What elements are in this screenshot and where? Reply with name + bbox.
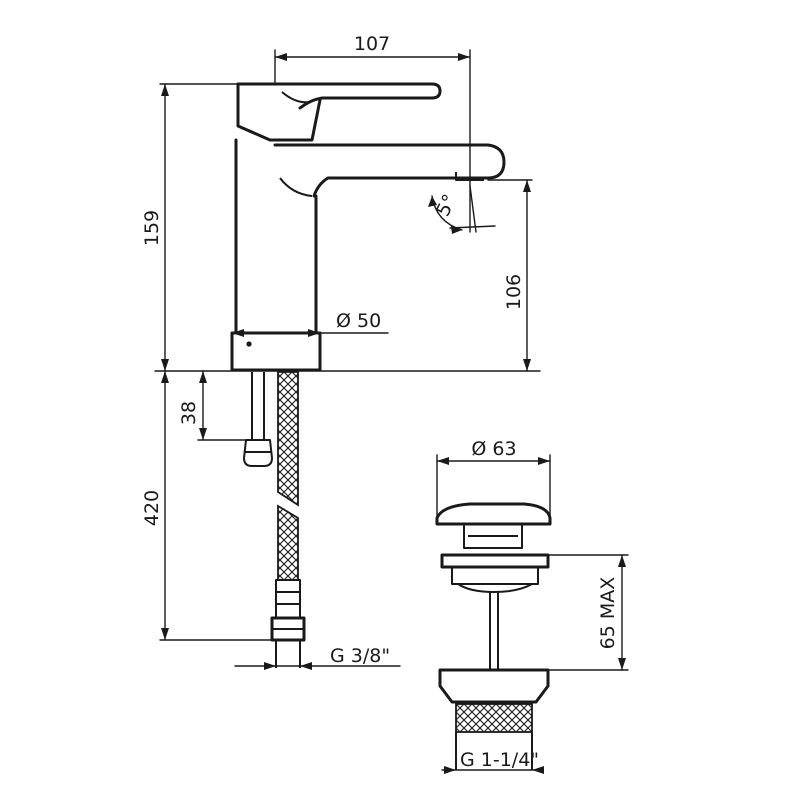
- shank-nut: [243, 439, 273, 467]
- handle-lever: [236, 82, 442, 110]
- faucet-body: [234, 138, 318, 335]
- waste-drawing: [435, 502, 552, 770]
- dim-label-38: 38: [178, 401, 200, 425]
- spout: [273, 143, 506, 198]
- hose-ferrule: [275, 579, 301, 619]
- waste-thread: [455, 703, 533, 733]
- mounting-shank: [251, 372, 265, 440]
- waste-body-top: [451, 567, 539, 593]
- faucet-dimensions: 107 159 106 5° Ø 50 38: [141, 33, 533, 670]
- handle-cap-detail: [281, 91, 311, 104]
- base-ring: [230, 331, 322, 372]
- base-indicator-dot: [246, 341, 252, 347]
- dim-label-50: Ø 50: [336, 310, 381, 332]
- dim-label-65: 65 MAX: [597, 577, 619, 650]
- dim-label-g38: G 3/8": [330, 645, 390, 667]
- dim-label-106: 106: [503, 274, 525, 310]
- waste-rod: [489, 592, 499, 670]
- hose-lower: [277, 504, 299, 581]
- aerator: [455, 172, 484, 181]
- dim-label-g114: G 1-1/4": [460, 749, 539, 771]
- hose-thread-end: [275, 640, 301, 668]
- waste-lower-body: [438, 668, 550, 704]
- plug-stem: [463, 524, 523, 549]
- waste-dimensions: Ø 63 65 MAX G 1-1/4": [436, 438, 629, 774]
- spout-underside: [279, 177, 313, 197]
- waste-tail: [455, 732, 533, 770]
- dim-label-420: 420: [141, 490, 163, 526]
- dim-label-159: 159: [141, 210, 163, 246]
- dim-label-107: 107: [354, 33, 390, 55]
- handle-cap: [236, 82, 322, 142]
- dim-label-63: Ø 63: [471, 438, 516, 460]
- plug-cap: [435, 502, 552, 526]
- hose-upper: [277, 371, 299, 507]
- dim-label-angle: 5°: [432, 191, 461, 220]
- waste-flange: [440, 553, 550, 569]
- faucet-drawing: [154, 82, 541, 668]
